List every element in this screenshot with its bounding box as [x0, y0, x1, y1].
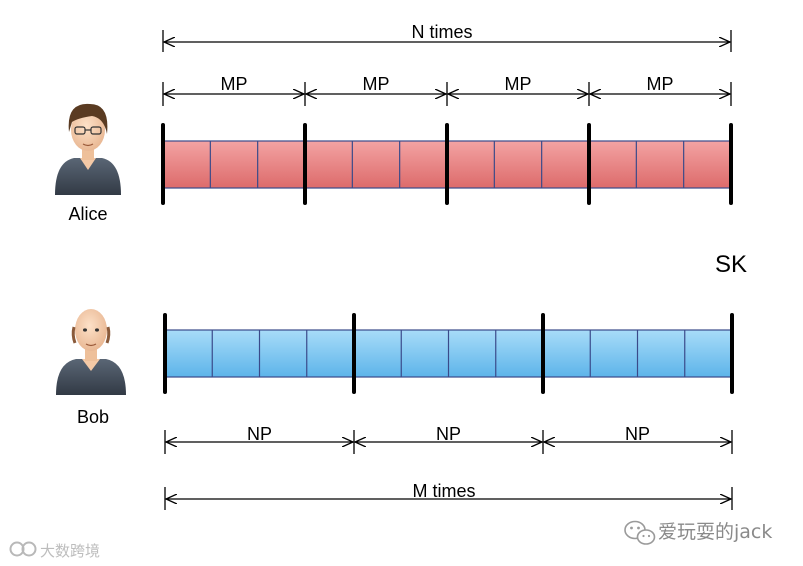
segment-label: NP: [436, 424, 461, 444]
segment-label: MP: [505, 74, 532, 94]
watermark-left-text: 大数跨境: [40, 542, 100, 560]
wechat-icon: [625, 522, 655, 545]
bob-block-bar: [165, 315, 732, 392]
person-bald-icon: [56, 309, 126, 395]
alice-segment-dimensions: MP MP MP MP: [163, 74, 731, 106]
m-times-label: M times: [413, 481, 476, 501]
segment-label: MP: [221, 74, 248, 94]
bob-segment-dimensions: NP NP NP: [165, 424, 732, 454]
n-times-label: N times: [411, 22, 472, 42]
bob-name: Bob: [77, 407, 109, 427]
segment-label: MP: [363, 74, 390, 94]
watermark-right-text: 爱玩耍的jack: [658, 521, 772, 543]
alice-name: Alice: [68, 204, 107, 224]
segment-label: NP: [247, 424, 272, 444]
segment-label: NP: [625, 424, 650, 444]
top-total-dimension: N times: [163, 22, 731, 52]
segment-label: MP: [647, 74, 674, 94]
alice-block-bar: [163, 125, 731, 203]
person-glasses-icon: [55, 104, 121, 195]
bottom-total-dimension: M times: [165, 481, 732, 510]
dashu-logo-icon: [11, 543, 36, 556]
sk-label: SK: [715, 251, 747, 278]
